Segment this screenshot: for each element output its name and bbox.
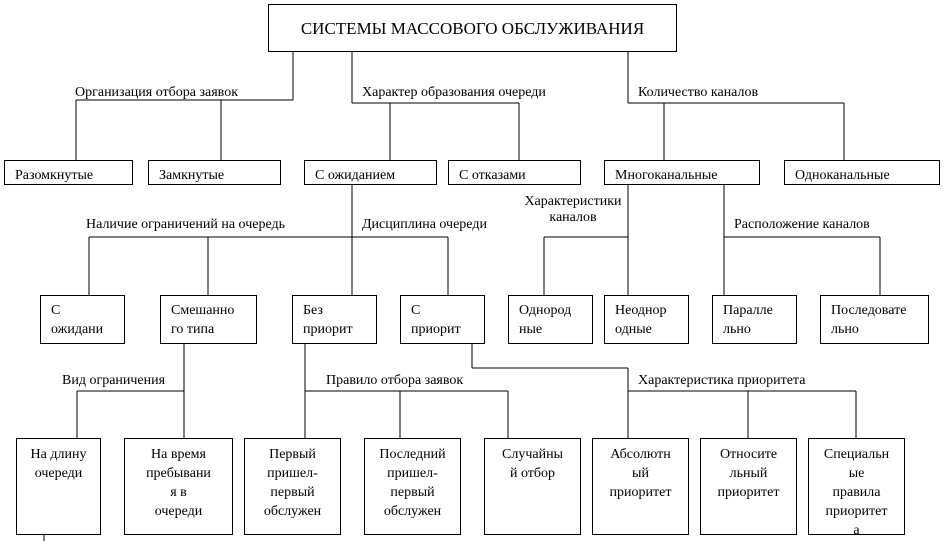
label-priority-char: Характеристика приоритета <box>638 373 806 388</box>
node-random: Случайны й отбор <box>484 438 581 535</box>
label-channel-count: Количество каналов <box>638 85 759 100</box>
label-channel-layout: Расположение каналов <box>734 217 870 232</box>
node-heterogeneous: Неоднор одные <box>604 295 689 344</box>
label-selection-org: Организация отбора заявок <box>75 85 238 100</box>
node-closed: Замкнутые <box>148 160 281 185</box>
label-selection-rule: Правило отбора заявок <box>326 373 464 388</box>
node-multichannel: Многоканальные <box>604 160 760 185</box>
label-queue-formation: Характер образования очереди <box>362 85 546 100</box>
label-channel-char: Характеристики каналов <box>524 194 622 225</box>
node-absolute: Абсолютн ый приоритет <box>592 438 689 535</box>
node-with-refusals: С отказами <box>448 160 581 185</box>
node-lifo: Последний пришел- первый обслужен <box>364 438 461 535</box>
title-box: СИСТЕМЫ МАССОВОГО ОБСЛУЖИВАНИЯ <box>268 4 677 52</box>
label-queue-discipline: Дисциплина очереди <box>362 217 487 232</box>
node-relative: Относите льный приоритет <box>700 438 797 535</box>
node-single-channel: Одноканальные <box>784 160 940 185</box>
node-special: Специальн ые правила приоритет а <box>808 438 905 535</box>
node-homogeneous: Однород ные <box>508 295 593 344</box>
node-waiting: С ожидани <box>40 295 125 344</box>
node-no-priority: Без приорит <box>292 295 377 344</box>
node-queue-length: На длину очереди <box>16 438 101 535</box>
node-stay-time: На время пребывани я в очереди <box>124 438 233 535</box>
node-mixed: Смешанно го типа <box>160 295 257 344</box>
node-fifo: Первый пришел- первый обслужен <box>244 438 341 535</box>
node-open: Разомкнутые <box>4 160 133 185</box>
label-queue-limits: Наличие ограничений на очередь <box>86 217 285 232</box>
node-with-priority: С приорит <box>400 295 485 344</box>
node-parallel: Паралле льно <box>712 295 797 344</box>
node-sequential: Последовате льно <box>820 295 929 344</box>
node-with-waiting: С ожиданием <box>304 160 437 185</box>
diagram-title: СИСТЕМЫ МАССОВОГО ОБСЛУЖИВАНИЯ <box>300 18 645 38</box>
label-limit-type: Вид ограничения <box>62 373 166 388</box>
